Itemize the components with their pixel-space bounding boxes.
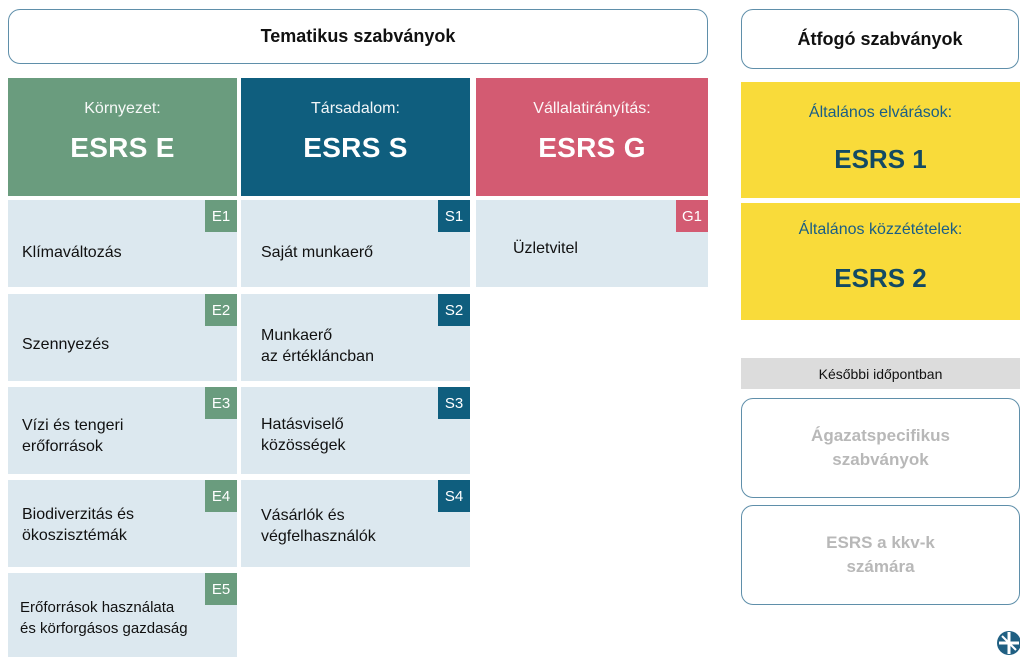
card-s3-label-line-2: közösségek — [261, 437, 346, 454]
card-s4-label-line-2: végfelhasználók — [261, 528, 376, 545]
card-s3: S3 Hatásviselő közösségek — [241, 387, 470, 474]
card-s4-label-line-1: Vásárlók és — [261, 507, 345, 524]
circle-logo-icon — [997, 631, 1020, 655]
badge-g1: G1 — [676, 200, 708, 232]
pillar-environment-subtitle: Környezet: — [84, 100, 161, 117]
sector-specific-standards-box: Ágazatspecifikus szabványok — [741, 398, 1020, 498]
cross-cutting-standards-title: Átfogó szabványok — [797, 28, 963, 49]
badge-s1: S1 — [438, 200, 470, 232]
later-label-bar: Későbbi időpontban — [741, 358, 1020, 389]
badge-e2: E2 — [205, 294, 237, 326]
thematic-standards-title: Tematikus szabványok — [260, 26, 456, 46]
card-e3-label-line-2: erőforrások — [22, 438, 103, 455]
pillar-governance: Vállalatirányítás: ESRS G — [476, 78, 708, 196]
badge-e3: E3 — [205, 387, 237, 419]
pillar-governance-subtitle: Vállalatirányítás: — [533, 100, 651, 117]
card-e5: E5 Erőforrások használata és körforgásos… — [8, 573, 237, 657]
card-s2: S2 Munkaerő az értékláncban — [241, 294, 470, 381]
esrs-1-box: Általános elvárások: ESRS 1 — [741, 82, 1020, 198]
pillar-social-code: ESRS S — [303, 132, 408, 163]
card-s1-label: Saját munkaerő — [261, 244, 374, 261]
card-e5-label-line-2: és körforgásos gazdaság — [20, 620, 188, 637]
card-e4-label-line-2: ökoszisztémák — [22, 527, 127, 544]
badge-e1: E1 — [205, 200, 237, 232]
pillar-governance-code: ESRS G — [538, 132, 646, 163]
badge-s2: S2 — [438, 294, 470, 326]
card-e3: E3 Vízi és tengeri erőforrások — [8, 387, 237, 474]
esrs-2-box: Általános közzétételek: ESRS 2 — [741, 203, 1020, 320]
pillar-social-subtitle: Társadalom: — [311, 100, 400, 117]
later-label: Későbbi időpontban — [818, 365, 943, 382]
card-e1: E1 Klímaváltozás — [8, 200, 237, 287]
badge-e5: E5 — [205, 573, 237, 605]
card-s1: S1 Saját munkaerő — [241, 200, 470, 287]
card-e5-label-line-1: Erőforrások használata — [20, 599, 175, 616]
card-s4-label: Vásárlók és végfelhasználók — [261, 505, 376, 547]
pillar-environment: Környezet: ESRS E — [8, 78, 237, 196]
card-e3-label: Vízi és tengeri erőforrások — [22, 415, 123, 457]
sme-standards-box: ESRS a kkv-k számára — [741, 505, 1020, 605]
sector-specific-line-1: Ágazatspecifikus — [811, 426, 950, 445]
thematic-standards-header: Tematikus szabványok — [8, 9, 708, 64]
esrs-2-subtitle: Általános közzétételek: — [798, 221, 963, 238]
card-s2-label-line-2: az értékláncban — [261, 348, 374, 365]
card-e3-label-line-1: Vízi és tengeri — [22, 417, 124, 434]
card-e2: E2 Szennyezés — [8, 294, 237, 381]
card-s2-label: Munkaerő az értékláncban — [261, 325, 374, 367]
esrs-1-code: ESRS 1 — [834, 144, 927, 174]
sme-standards-line-2: számára — [846, 557, 915, 576]
card-e4: E4 Biodiverzitás és ökoszisztémák — [8, 480, 237, 567]
card-e1-label: Klímaváltozás — [22, 244, 122, 261]
badge-s3: S3 — [438, 387, 470, 419]
card-e4-label-line-1: Biodiverzitás és — [22, 506, 135, 523]
cross-cutting-standards-header: Átfogó szabványok — [741, 9, 1019, 69]
card-g1-label: Üzletvitel — [513, 240, 578, 257]
card-e5-label: Erőforrások használata és körforgásos ga… — [20, 597, 188, 639]
card-s3-label-line-1: Hatásviselő — [261, 416, 344, 433]
card-s2-label-line-1: Munkaerő — [261, 327, 333, 344]
sector-specific-line-2: szabványok — [832, 450, 929, 469]
pillar-environment-code: ESRS E — [70, 132, 175, 163]
card-e4-label: Biodiverzitás és ökoszisztémák — [22, 504, 134, 546]
card-e2-label: Szennyezés — [22, 336, 110, 353]
esrs-1-subtitle: Általános elvárások: — [808, 104, 953, 121]
card-s3-label: Hatásviselő közösségek — [261, 414, 346, 456]
badge-s4: S4 — [438, 480, 470, 512]
card-s4: S4 Vásárlók és végfelhasználók — [241, 480, 470, 567]
card-g1: G1 Üzletvitel — [476, 200, 708, 287]
sme-standards-line-1: ESRS a kkv-k — [826, 533, 935, 552]
pillar-social: Társadalom: ESRS S — [241, 78, 470, 196]
badge-e4: E4 — [205, 480, 237, 512]
esrs-2-code: ESRS 2 — [834, 263, 927, 293]
